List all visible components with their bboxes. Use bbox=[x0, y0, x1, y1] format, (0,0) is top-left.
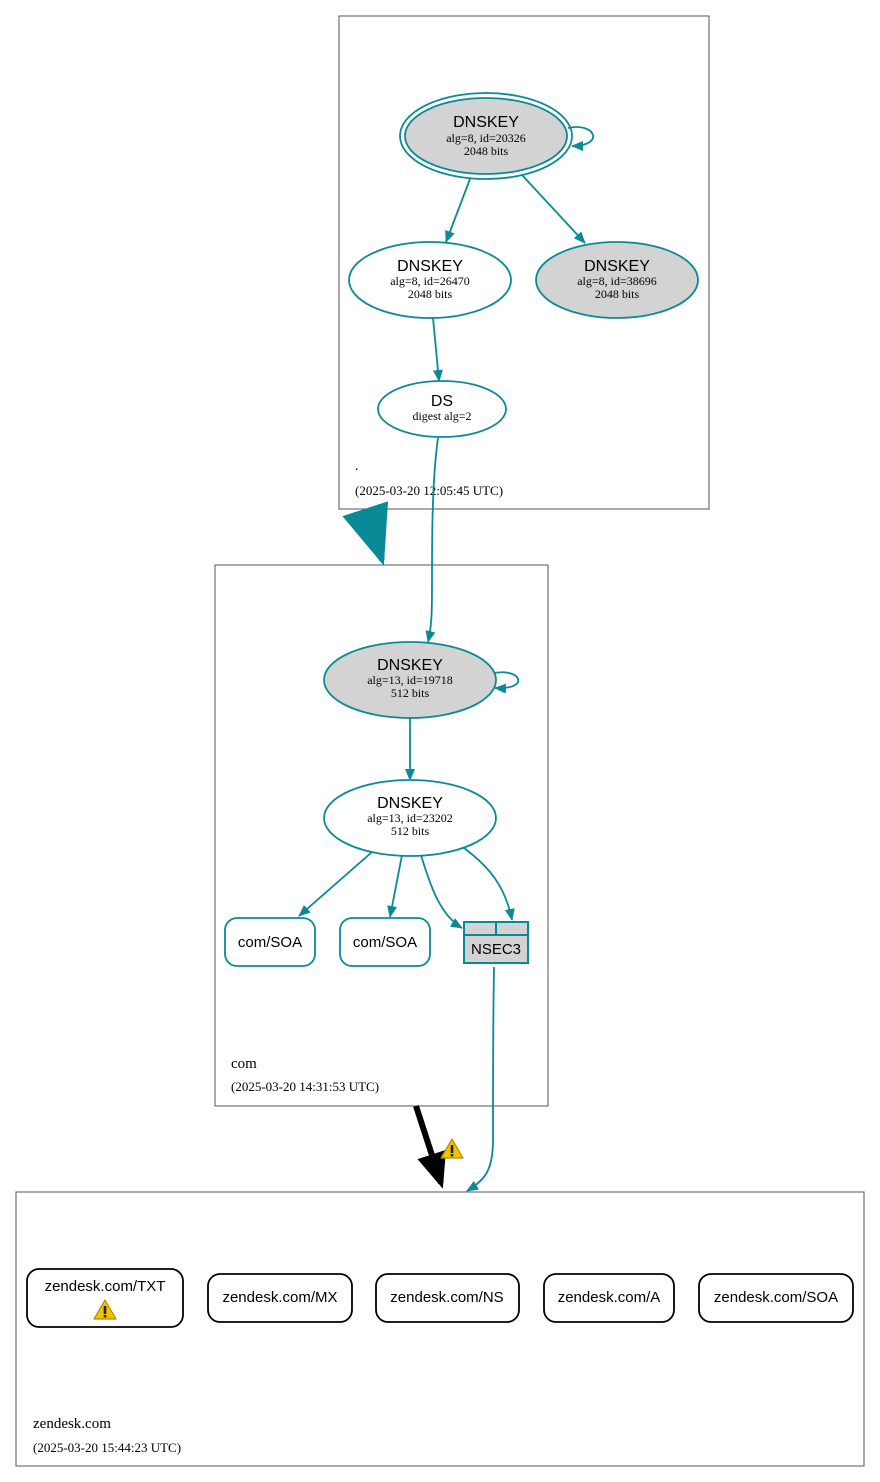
node-com-soa-2[interactable]: com/SOA bbox=[339, 917, 431, 967]
node-com-zsk-line1: alg=13, id=23202 bbox=[367, 811, 453, 825]
zone-root-timestamp: (2025-03-20 12:05:45 UTC) bbox=[355, 483, 503, 498]
node-com-soa-2-shape bbox=[339, 917, 431, 967]
node-com-soa-2-label: com/SOA bbox=[353, 934, 417, 951]
node-zendesk-soa-shape bbox=[698, 1273, 854, 1323]
node-root-zsk[interactable]: DNSKEY alg=8, id=26470 2048 bits bbox=[348, 241, 512, 319]
node-zendesk-ns-label: zendesk.com/NS bbox=[390, 1289, 503, 1306]
node-zendesk-soa-label: zendesk.com/SOA bbox=[714, 1289, 838, 1306]
node-com-ksk-line1: alg=13, id=19718 bbox=[367, 673, 453, 687]
zone-com-timestamp: (2025-03-20 14:31:53 UTC) bbox=[231, 1079, 379, 1094]
node-root-ksk-outer-ring bbox=[399, 92, 573, 180]
node-root-ksk2-line1: alg=8, id=38696 bbox=[577, 274, 657, 288]
node-root-ds-shape bbox=[377, 380, 507, 438]
node-root-zsk-shape bbox=[348, 241, 512, 319]
edge-com-zsk-to-soa1 bbox=[298, 851, 373, 917]
zone-root-name: . bbox=[355, 459, 359, 474]
edge-nsec3-to-zendesk bbox=[466, 966, 495, 1192]
node-com-nsec3-label: NSEC3 bbox=[471, 941, 521, 958]
zone-zendesk-box bbox=[15, 1191, 865, 1467]
zone-root-box bbox=[338, 15, 710, 510]
edge-com-ksk-self bbox=[493, 671, 520, 694]
node-root-ksk[interactable]: DNSKEY alg=8, id=20326 2048 bits bbox=[399, 92, 573, 180]
edge-root-zsk-to-ds bbox=[432, 317, 443, 382]
node-zendesk-a-label: zendesk.com/A bbox=[558, 1289, 661, 1306]
node-root-ksk2[interactable]: DNSKEY alg=8, id=38696 2048 bits bbox=[535, 241, 699, 319]
node-zendesk-a-shape bbox=[543, 1273, 675, 1323]
node-root-ksk-line2: 2048 bits bbox=[464, 144, 509, 158]
edge-com-zsk-to-nsec3-a bbox=[420, 854, 463, 929]
node-zendesk-ns-shape bbox=[375, 1273, 520, 1323]
node-com-ksk-title: DNSKEY bbox=[377, 657, 443, 674]
node-root-zsk-line2: 2048 bits bbox=[408, 287, 453, 301]
node-root-ds-title: DS bbox=[431, 393, 453, 410]
edge-root-ksk-to-zsk bbox=[445, 178, 471, 243]
node-com-ksk-shape bbox=[323, 641, 497, 719]
node-root-ksk-shape bbox=[404, 97, 568, 175]
node-zendesk-mx[interactable]: zendesk.com/MX bbox=[207, 1273, 353, 1323]
node-root-ksk2-shape bbox=[535, 241, 699, 319]
zone-zendesk-name: zendesk.com bbox=[33, 1416, 111, 1432]
edge-com-zsk-to-soa2 bbox=[387, 854, 403, 918]
edges bbox=[298, 126, 594, 1192]
node-com-zsk[interactable]: DNSKEY alg=13, id=23202 512 bits bbox=[323, 779, 497, 857]
node-com-ksk[interactable]: DNSKEY alg=13, id=19718 512 bits bbox=[323, 641, 497, 719]
node-root-ksk2-line2: 2048 bits bbox=[595, 287, 640, 301]
node-com-zsk-title: DNSKEY bbox=[377, 795, 443, 812]
zone-zendesk: zendesk.com (2025-03-20 15:44:23 UTC) bbox=[15, 1191, 865, 1467]
zone-com-name: com bbox=[231, 1056, 257, 1072]
edge-delegation-com-zendesk bbox=[413, 1105, 447, 1189]
node-com-zsk-shape bbox=[323, 779, 497, 857]
edge-root-ksk-self bbox=[567, 126, 594, 151]
zone-zendesk-timestamp: (2025-03-20 15:44:23 UTC) bbox=[33, 1440, 181, 1455]
node-root-ksk-line1: alg=8, id=20326 bbox=[446, 131, 526, 145]
node-com-ksk-line2: 512 bits bbox=[391, 686, 430, 700]
edge-com-zsk-to-nsec3-b bbox=[463, 847, 515, 921]
node-root-ds[interactable]: DS digest alg=2 bbox=[377, 380, 507, 438]
node-root-zsk-title: DNSKEY bbox=[397, 258, 463, 275]
edge-delegation-root-com bbox=[342, 501, 389, 566]
node-zendesk-ns[interactable]: zendesk.com/NS bbox=[375, 1273, 520, 1323]
node-zendesk-txt-shape bbox=[26, 1268, 184, 1328]
warning-triangle-icon bbox=[440, 1138, 464, 1159]
node-root-ds-line1: digest alg=2 bbox=[412, 409, 471, 423]
node-zendesk-txt[interactable]: zendesk.com/TXT bbox=[26, 1268, 184, 1328]
node-root-zsk-line1: alg=8, id=26470 bbox=[390, 274, 470, 288]
zone-root: . (2025-03-20 12:05:45 UTC) bbox=[338, 15, 710, 510]
node-root-ksk-title: DNSKEY bbox=[453, 114, 519, 131]
edge-ds-to-com-ksk bbox=[425, 437, 439, 643]
node-zendesk-a[interactable]: zendesk.com/A bbox=[543, 1273, 675, 1323]
node-com-soa-1-shape bbox=[224, 917, 316, 967]
node-root-ksk2-title: DNSKEY bbox=[584, 258, 650, 275]
node-com-zsk-line2: 512 bits bbox=[391, 824, 430, 838]
node-zendesk-mx-label: zendesk.com/MX bbox=[222, 1289, 337, 1306]
node-zendesk-soa[interactable]: zendesk.com/SOA bbox=[698, 1273, 854, 1323]
node-zendesk-mx-shape bbox=[207, 1273, 353, 1323]
node-com-soa-1[interactable]: com/SOA bbox=[224, 917, 316, 967]
node-zendesk-txt-label: zendesk.com/TXT bbox=[45, 1278, 166, 1295]
node-com-nsec3[interactable]: NSEC3 bbox=[463, 921, 529, 964]
edge-root-ksk-to-ksk2 bbox=[521, 174, 586, 244]
node-com-soa-1-label: com/SOA bbox=[238, 934, 302, 951]
